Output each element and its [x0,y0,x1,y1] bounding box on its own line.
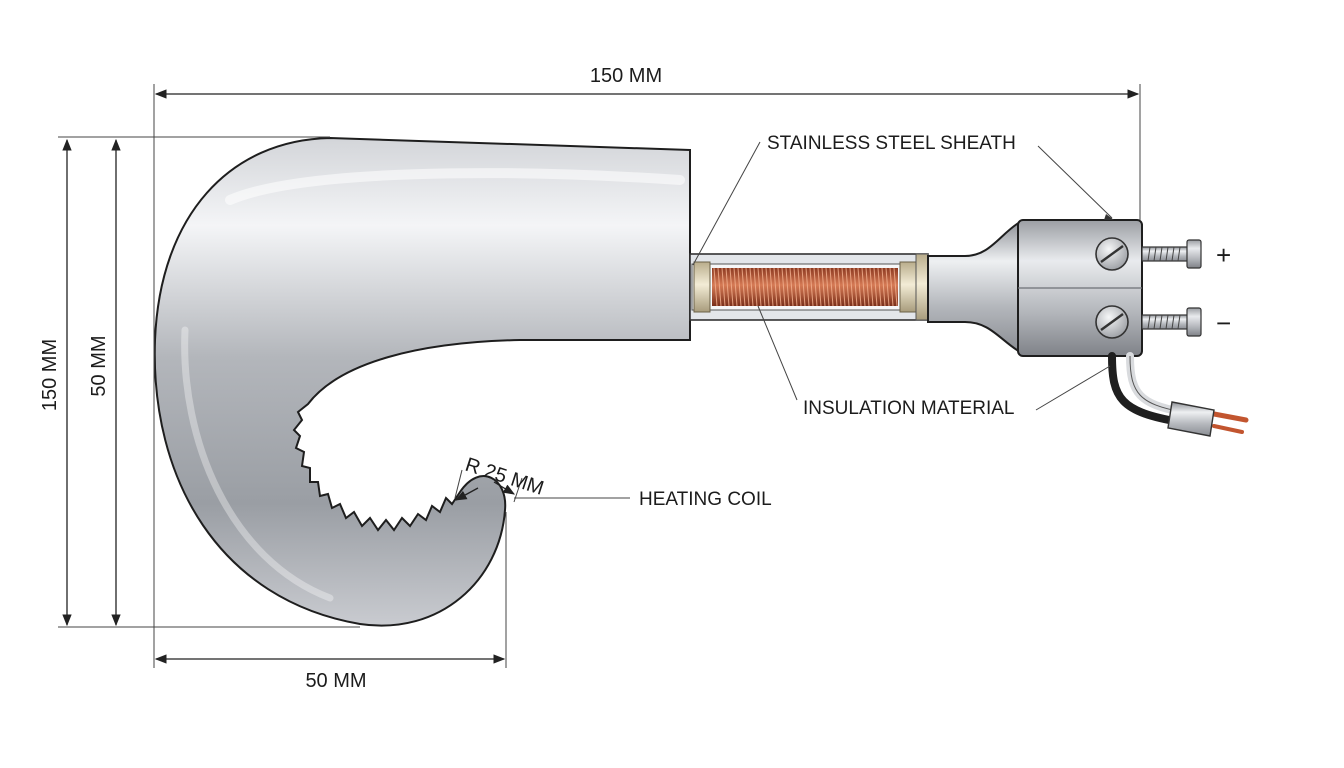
terminal-stud-positive [1141,239,1202,269]
svg-text:INSULATION MATERIAL: INSULATION MATERIAL [803,398,1015,419]
svg-text:50 MM: 50 MM [88,335,110,396]
svg-text:150 MM: 150 MM [590,65,662,87]
dimension-left-outer: 150 MM [39,138,72,627]
insulation-ring-left [693,261,711,313]
callout-heating-coil: HEATING COIL [514,489,772,510]
svg-text:STAINLESS STEEL SHEATH: STAINLESS STEEL SHEATH [767,133,1016,154]
insulation-ring-right [899,261,917,313]
terminal-stud-negative [1141,307,1202,337]
positive-sign: + [1216,240,1231,270]
coil-section [689,253,929,321]
lead-wires [1108,352,1249,437]
svg-text:50 MM: 50 MM [305,670,366,692]
svg-text:HEATING COIL: HEATING COIL [639,489,772,510]
hook-sheath [153,136,691,627]
negative-sign: − [1216,308,1231,338]
dimension-bottom: 50 MM [154,654,506,692]
dimension-top: 150 MM [154,65,1140,99]
dimension-left-inner: 50 MM [88,138,121,627]
callout-insulation: INSULATION MATERIAL [757,305,1111,419]
terminal-head: + − [927,219,1231,357]
svg-text:150 MM: 150 MM [39,339,61,411]
callout-sheath: STAINLESS STEEL SHEATH [692,133,1114,266]
terminal-screw-negative [1095,305,1129,339]
terminal-screw-positive [1095,237,1129,271]
extension-lines [58,84,1141,668]
